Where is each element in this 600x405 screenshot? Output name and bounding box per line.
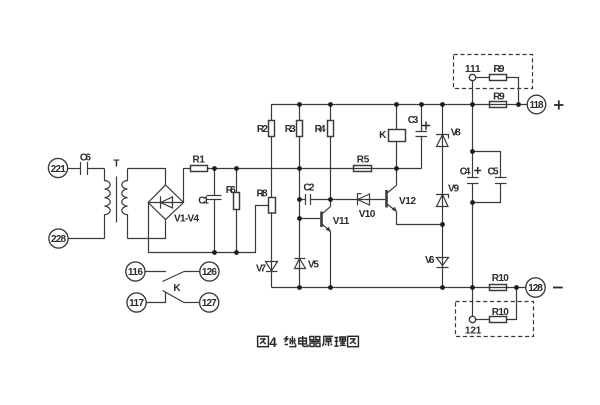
svg-text:C3: C3 — [408, 115, 419, 126]
svg-text:121: 121 — [465, 326, 482, 337]
svg-text:V9: V9 — [448, 183, 459, 194]
svg-text:V7: V7 — [256, 263, 266, 274]
svg-text:K: K — [379, 130, 387, 141]
svg-text:R9: R9 — [493, 91, 505, 102]
svg-text:111: 111 — [465, 64, 481, 75]
svg-text:228: 228 — [51, 234, 66, 245]
svg-text:116: 116 — [128, 267, 143, 278]
svg-text:R2: R2 — [257, 124, 268, 135]
svg-text:127: 127 — [202, 298, 217, 309]
svg-text:R10: R10 — [492, 273, 509, 284]
svg-text:C5: C5 — [488, 166, 499, 177]
svg-text:V12: V12 — [399, 196, 416, 207]
svg-text:V8: V8 — [451, 128, 461, 139]
svg-text:4: 4 — [269, 335, 277, 350]
svg-text:V10: V10 — [359, 209, 376, 220]
svg-text:R4: R4 — [315, 124, 326, 135]
svg-text:221: 221 — [51, 164, 66, 175]
svg-text:R8: R8 — [257, 189, 268, 200]
svg-text:K: K — [173, 283, 181, 294]
svg-text:R9: R9 — [493, 64, 504, 75]
svg-text:126: 126 — [202, 267, 217, 278]
svg-text:C4: C4 — [460, 166, 471, 177]
svg-text:R6: R6 — [226, 185, 236, 196]
svg-text:R10: R10 — [492, 307, 509, 318]
svg-text:C6: C6 — [80, 152, 91, 163]
svg-text:V6: V6 — [425, 255, 435, 266]
svg-text:R1: R1 — [192, 155, 205, 166]
svg-text:R3: R3 — [285, 124, 296, 135]
svg-text:V1-V4: V1-V4 — [174, 214, 199, 225]
svg-text:R5: R5 — [357, 155, 370, 166]
svg-text:117: 117 — [129, 298, 144, 309]
svg-text:C2: C2 — [303, 183, 314, 194]
svg-text:V5: V5 — [308, 260, 319, 271]
svg-text:T: T — [113, 158, 119, 169]
svg-text:118: 118 — [530, 100, 544, 111]
svg-text:128: 128 — [528, 283, 543, 294]
svg-text:C1: C1 — [198, 196, 209, 207]
svg-text:V11: V11 — [333, 216, 350, 227]
